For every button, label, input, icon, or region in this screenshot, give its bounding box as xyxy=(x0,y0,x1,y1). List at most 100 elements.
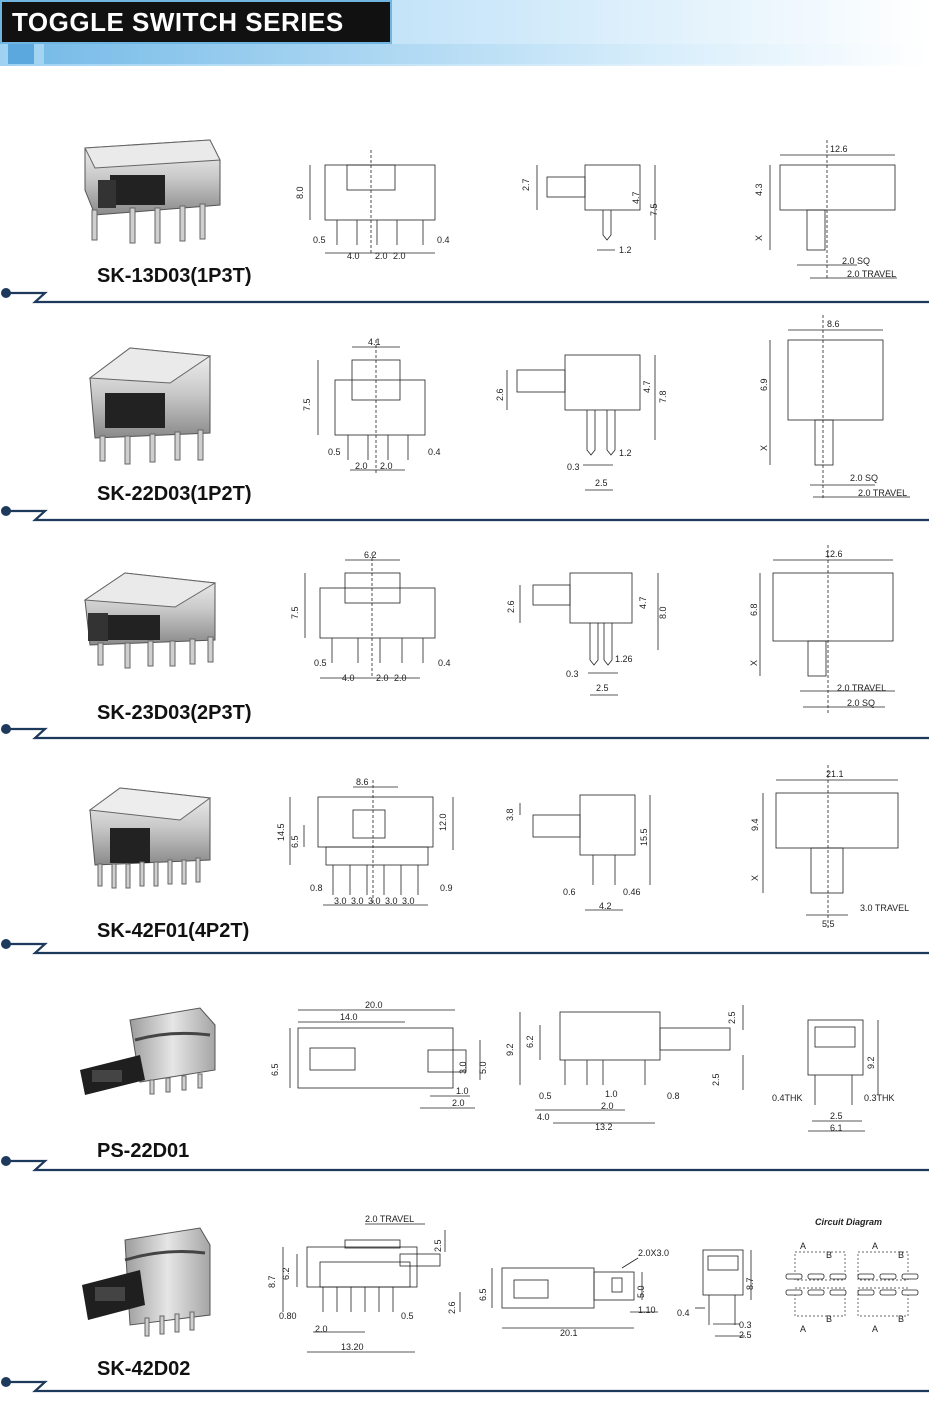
circuit-label: B xyxy=(826,1314,832,1324)
model-name: SK-42D02 xyxy=(97,1358,191,1380)
dim-pitch: 2.0 xyxy=(380,461,393,471)
top-view-drawing-sk-13d03: 12.6 4.3 X 2.0 SQ 2.0 TRAVEL xyxy=(754,140,897,280)
dim-right-offset: 0.4 xyxy=(438,658,451,668)
dim-height: 6.9 xyxy=(759,378,769,391)
page-title: TOGGLE SWITCH SERIES xyxy=(0,0,392,44)
dim-height-2: 12.0 xyxy=(438,813,448,831)
product-photo-sk-23d03 xyxy=(83,572,217,669)
dim-width: 12.6 xyxy=(825,549,843,559)
section-divider xyxy=(1,506,929,522)
dim-a: 1.0 xyxy=(456,1086,469,1096)
dim-travel: 2.0 TRAVEL xyxy=(837,683,886,693)
dim-pin: 4.2 xyxy=(599,901,612,911)
product-photo-sk-42f01 xyxy=(88,787,212,889)
dim-actuator: 3.8 xyxy=(505,808,515,821)
dim-travel: 2.0 TRAVEL xyxy=(858,488,907,498)
dim-pitch: 2.0 xyxy=(393,251,406,261)
end-view-drawing-ps-22d01: 9.2 0.4THK 0.3THK 2.5 6.1 xyxy=(772,1019,895,1133)
section-divider xyxy=(1,288,929,304)
header-band: TOGGLE SWITCH SERIES xyxy=(0,0,929,66)
product-photo-sk-42d02 xyxy=(82,1227,211,1337)
dim-pitch: 2.5 xyxy=(830,1111,843,1121)
dim-b: 2.0 xyxy=(452,1098,465,1108)
dim-inner: 14.0 xyxy=(340,1012,358,1022)
dim-pitch: 3.0 xyxy=(385,896,398,906)
dim-x: X xyxy=(750,875,760,881)
dim-pin: 2.0 xyxy=(601,1101,614,1111)
side-view-drawing-ps-22d01: 9.2 6.2 2.5 2.5 0.5 1.0 2.0 0.8 4.0 13.2 xyxy=(505,1005,744,1132)
side-view-drawing-sk-13d03: 2.7 4.7 7.5 1.2 xyxy=(521,164,659,255)
dim-height: 6.5 xyxy=(478,1288,488,1301)
circuit-label: A xyxy=(872,1241,878,1251)
dim-height: 9.2 xyxy=(505,1043,515,1056)
dim-pin: 2.5 xyxy=(596,683,609,693)
dim-width: 13.20 xyxy=(341,1342,364,1352)
dim-actuator: 5.0 xyxy=(636,1285,646,1298)
dim-total: 8.0 xyxy=(658,606,668,619)
dim-right-offset: 0.5 xyxy=(401,1311,414,1321)
dim-travel: 2.0 TRAVEL xyxy=(847,269,896,279)
circuit-diagram-title: Circuit Diagram xyxy=(815,1217,883,1227)
dim-height: 8.0 xyxy=(295,186,305,199)
dim-actuator-height-2: 5.0 xyxy=(478,1061,488,1074)
dim-pin: 0.6 xyxy=(563,887,576,897)
dim-pitch: 3.0 xyxy=(351,896,364,906)
product-photo-sk-22d03 xyxy=(88,347,212,465)
dim-width: 4.1 xyxy=(368,337,381,347)
dim-right-offset: 0.4 xyxy=(437,235,450,245)
front-view-drawing-sk-42d02: 2.0 TRAVEL 2.5 8.7 6.2 2.6 0.80 0.5 2.0 … xyxy=(267,1214,461,1353)
dim-top: 2.5 xyxy=(433,1239,443,1252)
dim-pitch: 2.0 xyxy=(375,251,388,261)
dim-x: X xyxy=(749,660,759,666)
model-name: SK-42F01(4P2T) xyxy=(97,920,250,942)
top-view-drawing-sk-23d03: 12.6 6.8 X 2.0 TRAVEL 2.0 SQ xyxy=(749,545,895,715)
dim-height: 6.8 xyxy=(749,603,759,616)
dim-pitch: 3.0 xyxy=(334,896,347,906)
circuit-label: B xyxy=(826,1250,832,1260)
front-view-drawing-sk-13d03: 8.0 0.5 0.4 4.0 2.0 2.0 xyxy=(295,150,450,261)
dim-actuator: 2.6 xyxy=(506,600,516,613)
dim-right-offset: 0.9 xyxy=(440,883,453,893)
top-view-drawing-ps-22d01: 20.0 14.0 6.5 3.0 5.0 1.0 2.0 xyxy=(270,1000,488,1109)
dim-height: 9.4 xyxy=(750,818,760,831)
dim-width: 13.2 xyxy=(595,1122,613,1132)
dim-pitch: 2.0 xyxy=(394,673,407,683)
dim-travel: 3.0 TRAVEL xyxy=(860,903,909,913)
circuit-label: B xyxy=(898,1314,904,1324)
dim-left-offset: 0.5 xyxy=(314,658,327,668)
dim-left-offset: 0.5 xyxy=(328,447,341,457)
section-divider xyxy=(1,1156,929,1172)
dim-pin: 0.5 xyxy=(539,1091,552,1101)
dim-pin: 1.2 xyxy=(619,245,632,255)
dim-top: 2.5 xyxy=(727,1011,737,1024)
side-view-drawing-sk-22d03: 2.6 4.7 7.8 0.3 1.2 2.5 xyxy=(495,354,668,491)
dim-left-offset: 0.8 xyxy=(310,883,323,893)
dim-height: 7.5 xyxy=(290,606,300,619)
dim-actuator: 2.6 xyxy=(495,388,505,401)
product-photo-ps-22d01 xyxy=(80,1007,216,1095)
dim-actuator-height: 3.0 xyxy=(458,1061,468,1074)
dim-width: 21.1 xyxy=(826,769,844,779)
dim-bottom: 2.6 xyxy=(447,1301,457,1314)
dim-square: 2.0 SQ xyxy=(850,473,878,483)
model-name: PS-22D01 xyxy=(97,1140,190,1162)
circuit-label: A xyxy=(872,1324,878,1334)
dim-pitch: 3.0 xyxy=(368,896,381,906)
dim-pin: 0.8 xyxy=(667,1091,680,1101)
section-divider xyxy=(1,724,929,740)
dim-inner: 6.5 xyxy=(290,835,300,848)
dim-pin: 1.2 xyxy=(619,448,632,458)
dim-travel: 2.0 TRAVEL xyxy=(365,1214,414,1224)
dim-width: 8.6 xyxy=(827,319,840,329)
top-view-drawing-sk-42d02: 6.5 5.0 2.0X3.0 1.10 20.1 xyxy=(478,1248,669,1338)
dim-width: 6.1 xyxy=(830,1123,843,1133)
dim-left-offset: 0.5 xyxy=(313,235,326,245)
dim-height: 8.7 xyxy=(745,1277,755,1290)
dim-body: 4.7 xyxy=(638,596,648,609)
dim-x: X xyxy=(759,445,769,451)
dim-body: 15.5 xyxy=(639,828,649,846)
header-stripe xyxy=(44,44,929,64)
circuit-diagram: A B A B A B A B xyxy=(785,1241,919,1334)
dim-total: 7.8 xyxy=(658,390,668,403)
dim-right-thickness: 0.3THK xyxy=(864,1093,895,1103)
